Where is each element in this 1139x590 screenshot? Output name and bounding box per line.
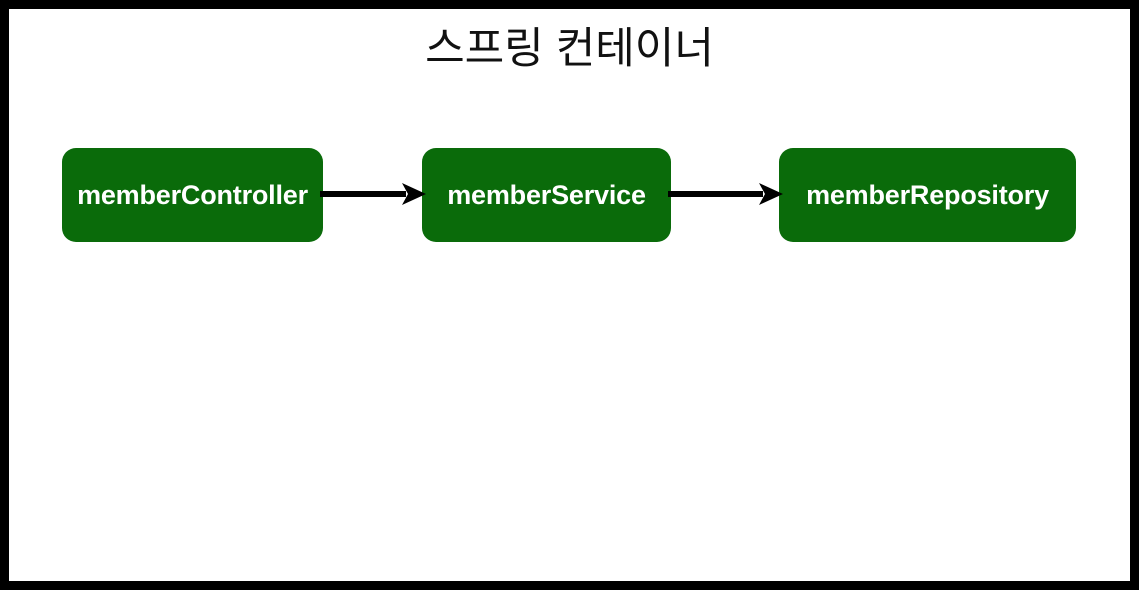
bean-node-memberrepository[interactable]: memberRepository bbox=[779, 148, 1076, 242]
bean-node-label: memberService bbox=[447, 180, 646, 210]
arrow-controller-to-service bbox=[320, 183, 426, 205]
bean-node-label: memberController bbox=[77, 180, 308, 210]
bean-node-label: memberRepository bbox=[806, 180, 1049, 210]
frame-border-right bbox=[1130, 0, 1139, 590]
frame-border-top bbox=[0, 0, 1139, 9]
frame-border-left bbox=[0, 0, 9, 590]
arrow-service-to-repository bbox=[668, 183, 783, 205]
empty-canvas-area bbox=[9, 260, 1130, 581]
bean-node-membercontroller[interactable]: memberController bbox=[62, 148, 323, 242]
diagram-title: 스프링 컨테이너 bbox=[425, 25, 714, 73]
frame-border-bottom bbox=[0, 581, 1139, 590]
bean-node-memberservice[interactable]: memberService bbox=[422, 148, 671, 242]
